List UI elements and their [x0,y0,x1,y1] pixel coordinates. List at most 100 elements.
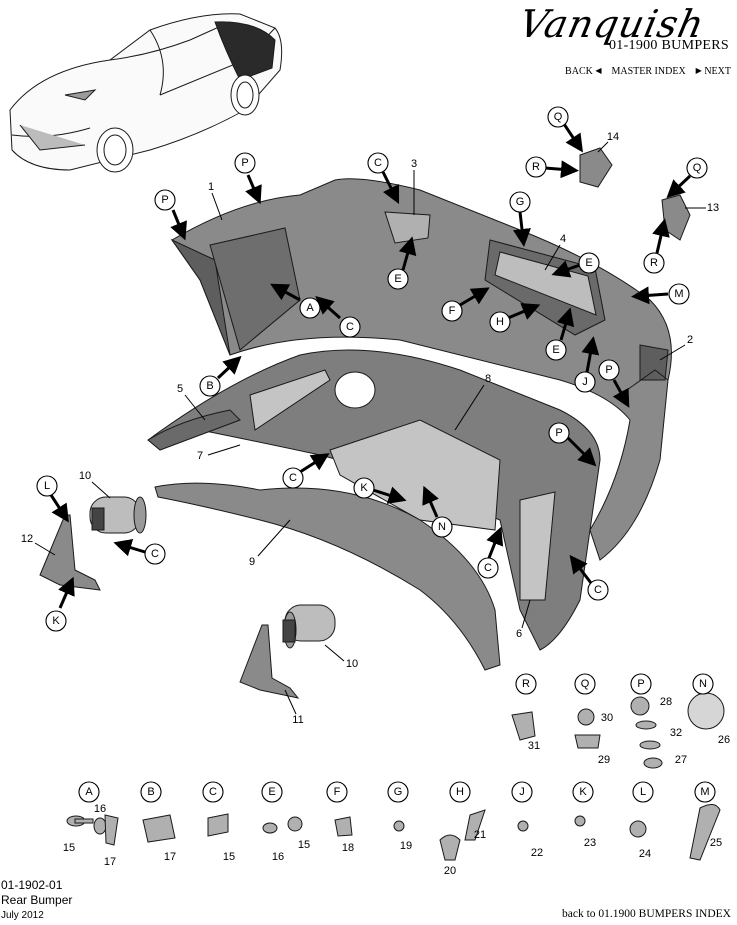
svg-text:N: N [699,678,707,690]
kit-M-part-25: 25 [710,837,722,849]
svg-text:P: P [637,678,644,690]
svg-text:F: F [449,305,456,317]
document-number: 01-1902-01 [1,878,63,892]
kit-K-label: K [572,781,594,803]
part-number-4: 4 [560,233,566,245]
kit-part-numbers-row1: 31 30 29 28 32 27 26 [528,696,730,766]
part-numbers: 1 2 3 4 5 6 7 8 9 10 10 11 12 13 14 [21,131,719,726]
callout-P2: P [234,152,262,205]
part-number-14: 14 [607,131,619,143]
kit-P-part-32: 32 [670,727,682,739]
kit-E-part-16: 16 [272,851,284,863]
callout-H1: H [489,303,541,333]
callout-M1: M [631,283,690,305]
section-title: 01-1900 BUMPERS [608,38,729,53]
part-number-8: 8 [485,373,491,385]
next-link[interactable]: ▶ NEXT [696,66,731,77]
callout-J1: J [574,336,600,393]
kit-H-label: H [449,781,471,803]
svg-text:N: N [438,521,446,533]
callout-G1: G [509,191,531,247]
kit-G-label: G [387,781,409,803]
part-number-7: 7 [197,450,203,462]
svg-text:B: B [147,786,154,798]
kit-H-part-21: 21 [474,829,486,841]
callout-C6: C [113,539,166,565]
kit-E-label: E [261,781,283,803]
svg-text:R: R [650,257,658,269]
kit-C-part-15: 15 [223,851,235,863]
svg-text:M: M [674,288,683,300]
svg-text:J: J [519,786,525,798]
callout-K1: K [353,477,407,504]
svg-text:P: P [241,157,248,169]
callout-C4: C [477,526,504,579]
part-number-10b: 10 [346,658,358,670]
callout-K2: K [45,576,75,632]
callout-L1: L [36,475,69,523]
svg-text:C: C [594,584,602,596]
svg-text:Q: Q [581,678,590,690]
kit-A-part-15: 15 [63,842,75,854]
master-index-link[interactable]: MASTER INDEX [611,66,686,77]
kit-P-label: P [630,673,652,695]
kit-B-label: B [140,781,162,803]
svg-text:R: R [532,161,540,173]
back-link[interactable]: BACK ◀ [565,66,601,77]
svg-text:L: L [44,480,50,492]
kit-Q-label: Q [574,673,596,695]
svg-text:E: E [268,786,275,798]
svg-text:A: A [306,302,314,314]
svg-text:C: C [289,472,297,484]
kit-R-label: R [515,673,537,695]
svg-text:Q: Q [554,111,563,123]
kit-L-label: L [632,781,654,803]
svg-text:C: C [209,786,217,798]
part-number-10a: 10 [79,470,91,482]
svg-text:G: G [394,786,403,798]
kit-C-label: C [202,781,224,803]
svg-text:A: A [85,786,93,798]
callout-F1: F [441,287,490,322]
kit-A-part-17: 17 [104,856,116,868]
svg-text:H: H [496,316,504,328]
bracket-assembly-left [39,496,147,591]
part-number-12: 12 [21,533,33,545]
callout-P3: P [598,359,630,408]
kit-E-part-15: 15 [298,839,310,851]
callout-C5: C [569,554,609,601]
callout-E1: E [387,236,417,290]
svg-text:M: M [700,786,709,798]
kit-G-part-19: 19 [400,840,412,852]
part-number-2: 2 [687,334,693,346]
callout-P4: P [548,422,597,467]
callout-N1: N [422,485,453,538]
kit-F-label: F [326,781,348,803]
nav-bar: BACK ◀ MASTER INDEX ▶ NEXT [565,66,731,77]
car-illustration [9,13,283,173]
rear-diffuser [147,349,601,651]
right-triangle-icon: ▶ [695,66,702,75]
kit-M-label: M [694,781,716,803]
callout-C3: C [282,453,330,489]
svg-text:F: F [334,786,341,798]
kit-A-part-16: 16 [94,803,106,815]
svg-text:E: E [552,344,559,356]
callout-R1: R [525,156,579,179]
svg-text:Q: Q [693,162,702,174]
kit-R-part-31: 31 [528,740,540,752]
document-title: Rear Bumper [1,893,73,907]
kit-Q-part-29: 29 [598,754,610,766]
kit-K-part-23: 23 [584,837,596,849]
svg-text:G: G [516,196,525,208]
svg-text:K: K [360,482,368,494]
bracket-assembly-right [239,604,336,699]
part-number-13: 13 [707,202,719,214]
svg-text:C: C [374,157,382,169]
callout-E3: E [545,307,575,361]
svg-text:E: E [394,273,401,285]
kit-J-part-22: 22 [531,847,543,859]
back-to-index-link[interactable]: back to 01.1900 BUMPERS INDEX [562,908,731,920]
callout-P1: P [154,189,187,241]
